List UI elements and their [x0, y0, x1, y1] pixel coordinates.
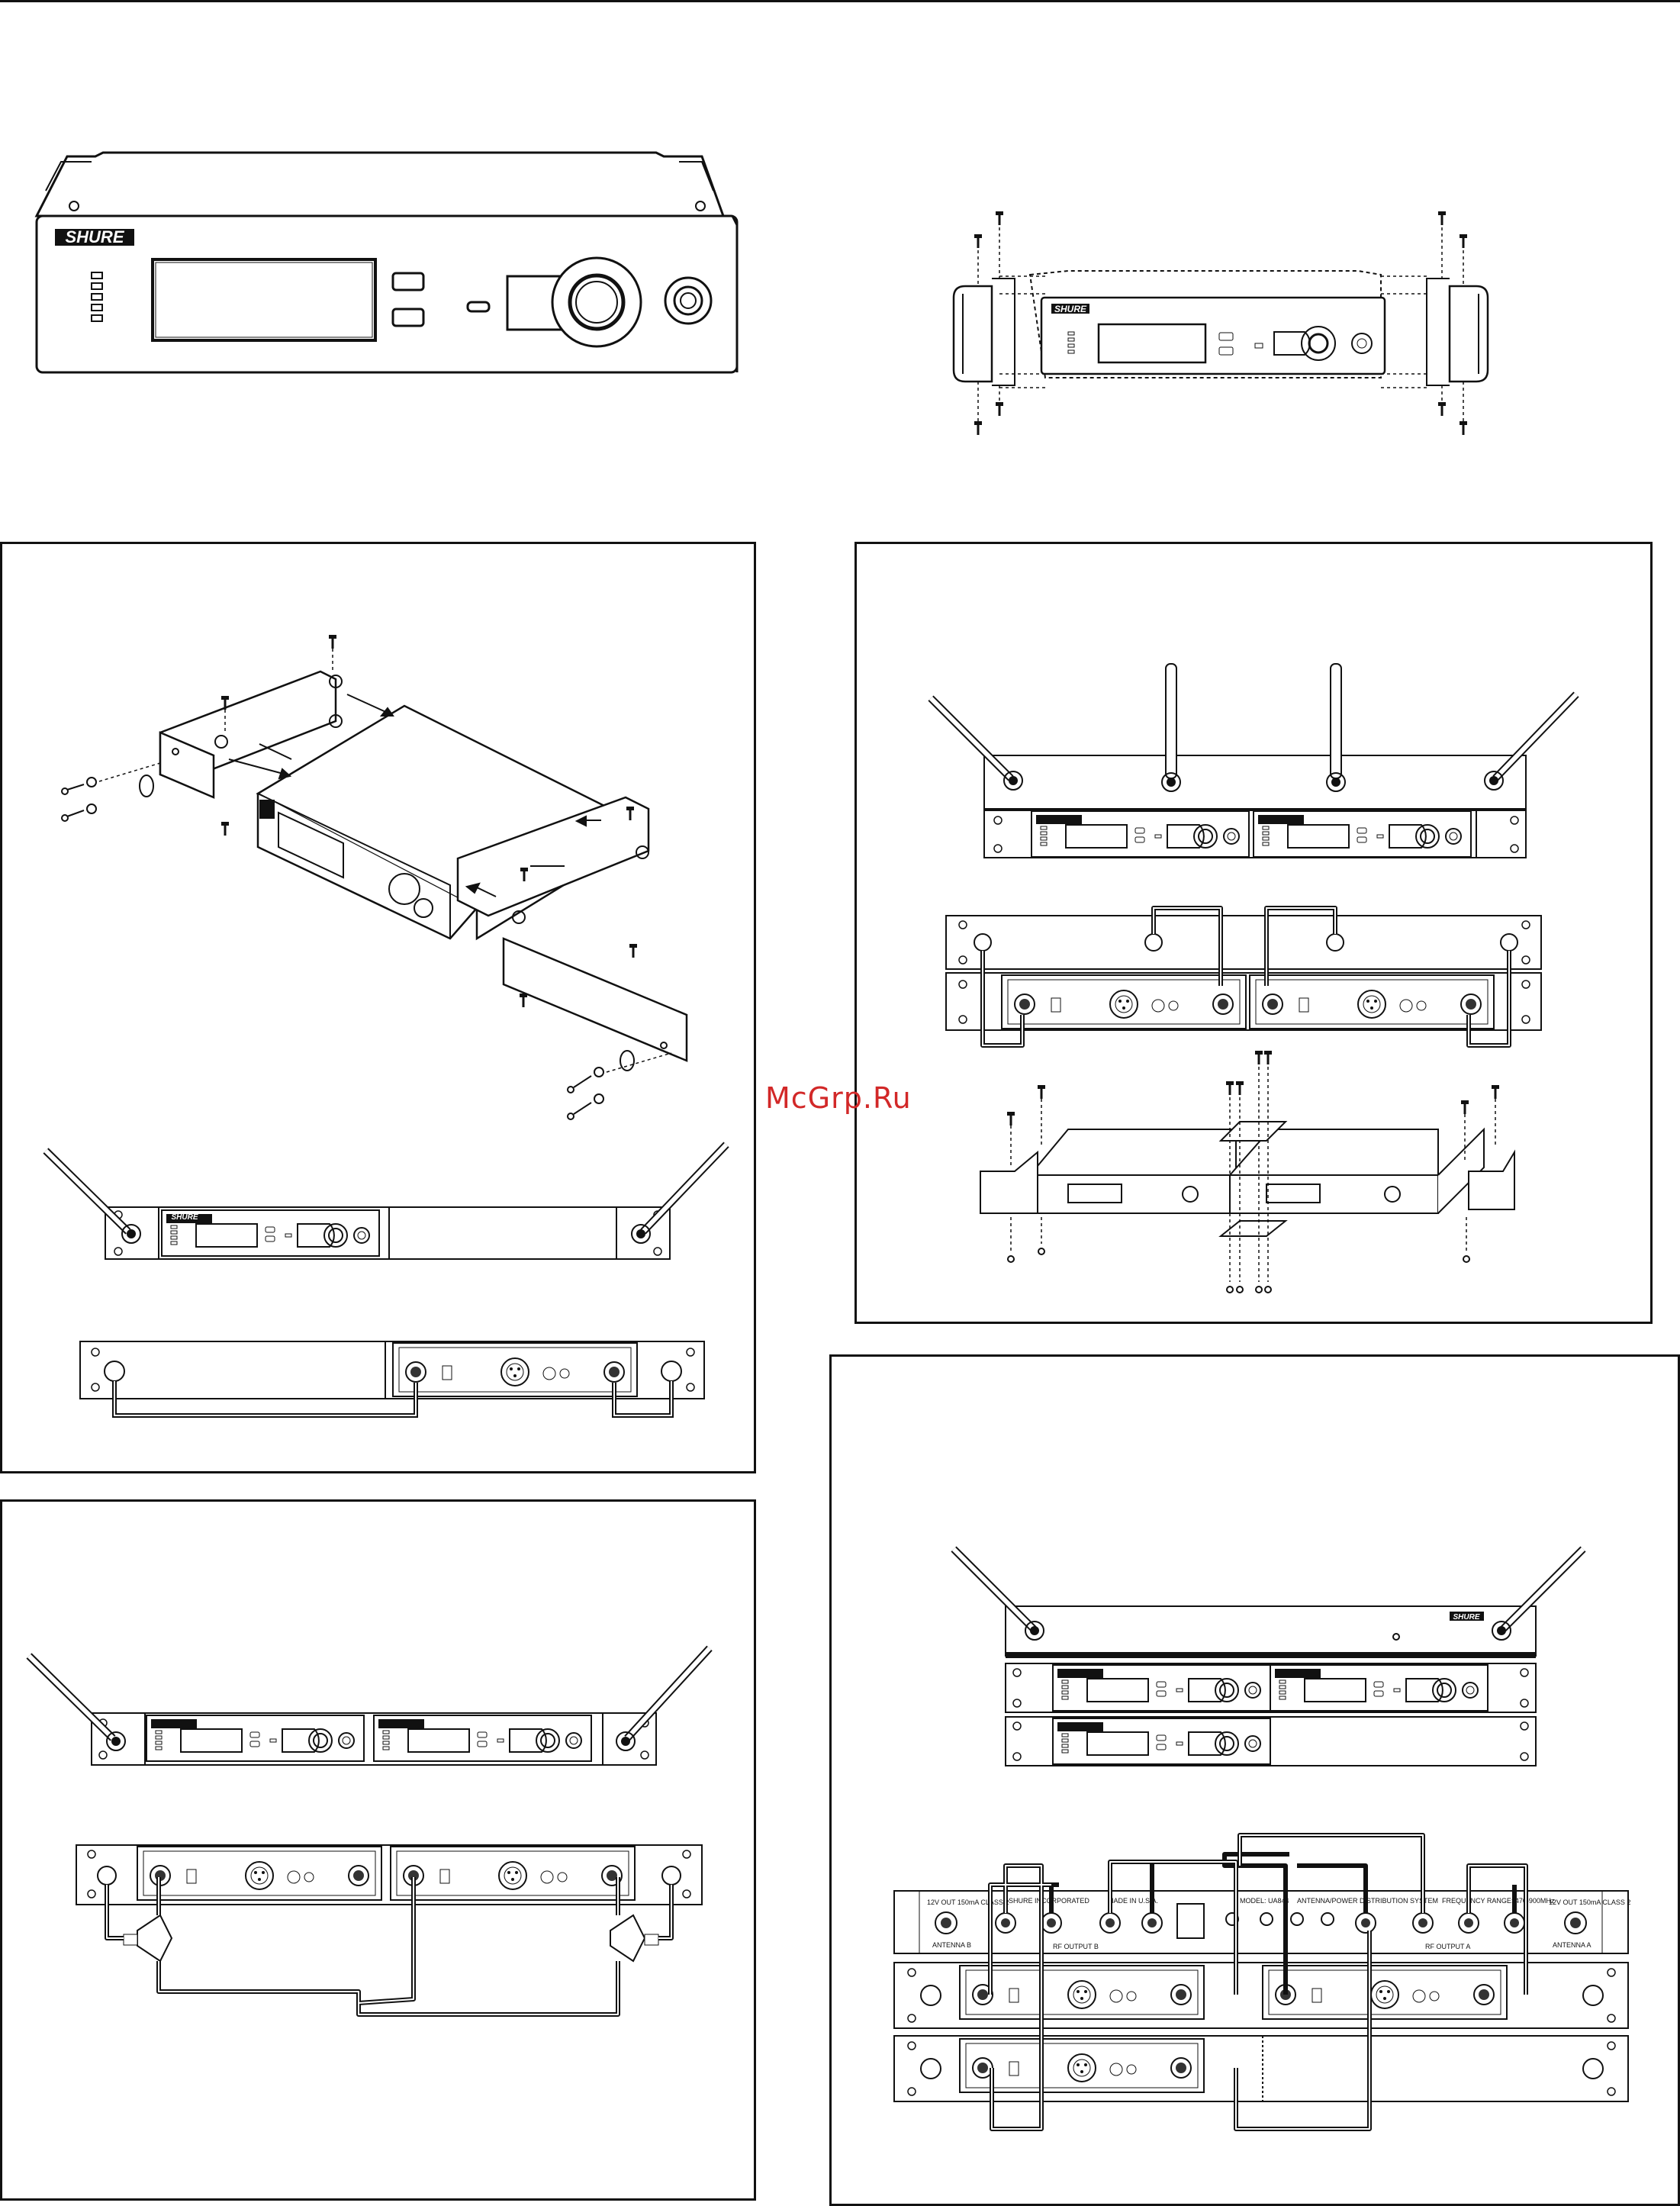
- rack-ear-assembly: SHURE: [954, 211, 1488, 435]
- label-antenna-a: ANTENNA A: [1553, 1941, 1591, 1949]
- dual-rear-with-splitters: [76, 1845, 702, 2014]
- svg-text:SHURE: SHURE: [1453, 1613, 1479, 1621]
- shure-logo: SHURE: [65, 227, 124, 246]
- dual-rack-rear-cabling: [946, 908, 1541, 1045]
- label-class-right: 12V OUT 150mA CLASS 2: [1549, 1898, 1630, 1906]
- dual-rack-exploded-iso: [980, 1051, 1514, 1293]
- distribution-front-stack: SHURE: [954, 1549, 1583, 1766]
- single-rack-rear: [80, 1341, 704, 1415]
- receiver-front-perspective: SHURE: [37, 153, 737, 372]
- dual-front-with-antennas: [29, 1648, 710, 1765]
- single-rack-front: SHURE: [46, 1145, 726, 1259]
- svg-text:SHURE: SHURE: [1054, 304, 1087, 314]
- distribution-rear-stack: 12V OUT 150mA CLASS 2 ANTENNA B SHURE IN…: [894, 1835, 1630, 2129]
- label-freq: FREQUENCY RANGE: 470-900MHz: [1442, 1897, 1555, 1905]
- label-antenna-b: ANTENNA B: [932, 1941, 971, 1949]
- label-out-b: RF OUTPUT B: [1053, 1943, 1099, 1950]
- label-model: MODEL: UA844: [1240, 1897, 1289, 1905]
- label-class-left: 12V OUT 150mA CLASS 2: [927, 1898, 1009, 1906]
- half-rack-exploded: [62, 635, 687, 1119]
- dual-rack-front-antennas: [931, 664, 1576, 858]
- watermark-text: McGrp.Ru: [765, 1081, 912, 1115]
- svg-text:SHURE: SHURE: [171, 1213, 198, 1222]
- label-out-a: RF OUTPUT A: [1425, 1943, 1470, 1950]
